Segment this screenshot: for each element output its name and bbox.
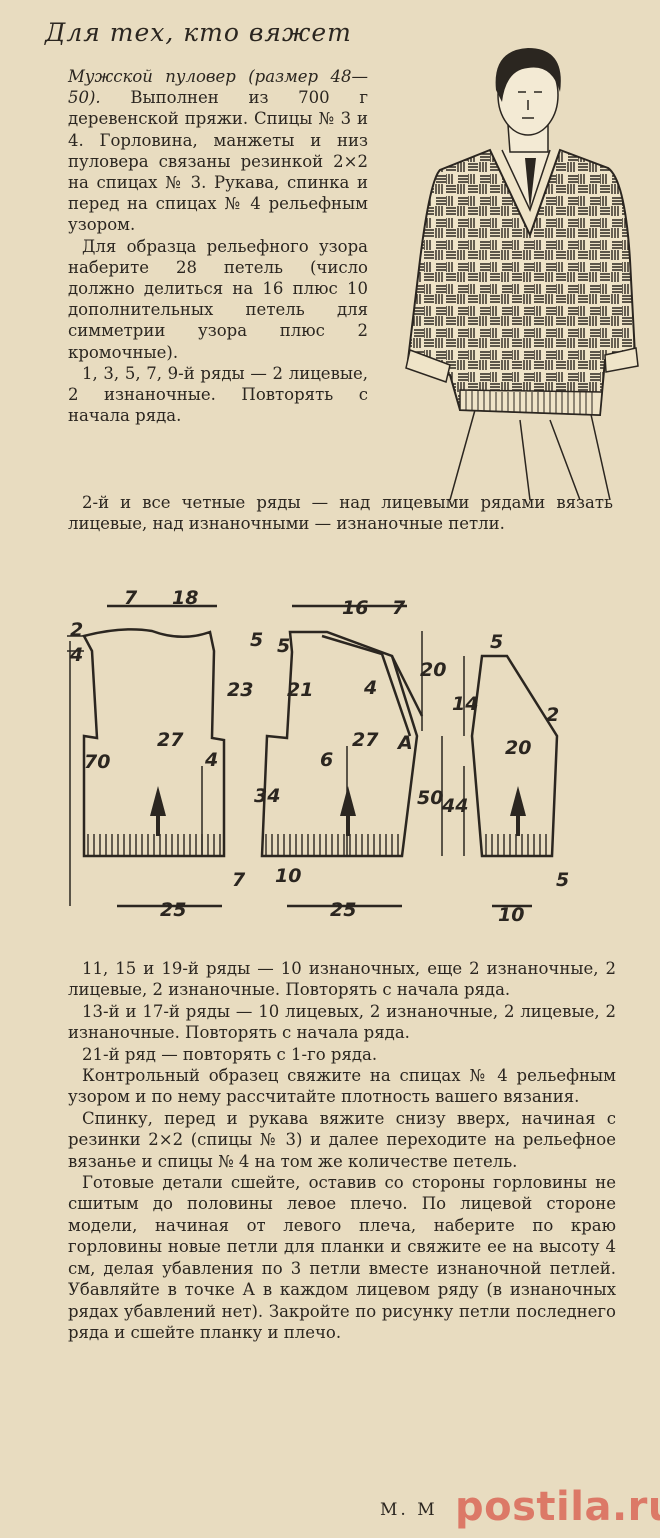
front-right: 20 [420, 659, 446, 681]
intro-paragraph-1: Мужской пуловер (размер 48—50). Выполнен… [68, 66, 368, 236]
front-center: 34 [254, 785, 280, 807]
back-height: 70 [84, 751, 110, 773]
front-side: 5 [277, 635, 290, 657]
model-name: Мужской пуловер (размер 48—50). [68, 67, 368, 108]
back-bottom: 7 [232, 869, 246, 891]
sleeve-h1: 14 [452, 693, 478, 715]
intro-column: Мужской пуловер (размер 48—50). Выполнен… [68, 66, 368, 426]
back-top-1: 7 [124, 587, 138, 609]
intro-paragraph-2: Для образца рельефного узора наберите 28… [68, 236, 368, 362]
instructions-paragraph-6: Готовые детали сшейте, оставив со сторон… [68, 1173, 616, 1342]
back-side: 5 [250, 629, 263, 651]
sleeve-slope: 2 [546, 704, 559, 726]
front-width: 25 [330, 899, 356, 921]
section-title: Для тех, кто вяжет [45, 18, 352, 47]
front-half-width: 27 [352, 729, 379, 751]
instructions-paragraph-5: Спинку, перед и рукава вяжите снизу ввер… [68, 1108, 616, 1171]
intro-paragraph-4-block: 2-й и все четные ряды — над лицевыми ряд… [68, 492, 613, 534]
back-left-2: 4 [69, 644, 83, 666]
front-dart: 6 [320, 749, 333, 771]
sleeve-h2: 20 [505, 737, 531, 759]
watermark-logo: postila.ru [455, 1484, 660, 1530]
back-armhole: 23 [227, 679, 253, 701]
back-top-2: 18 [172, 587, 198, 609]
intro-paragraph-3: 1, 3, 5, 7, 9-й ряды — 2 лицевые, 2 изна… [68, 363, 368, 426]
back-dart: 4 [204, 749, 218, 771]
sleeve-width: 10 [498, 904, 524, 926]
intro-paragraph-1-text: Выполнен из 700 г деревенской пряжи. Спи… [68, 88, 368, 235]
instructions-paragraph-1: 11, 15 и 19-й ряды — 10 изнаночных, еще … [68, 959, 616, 1000]
pattern-schematic: 7 18 2 4 5 23 70 27 4 7 25 16 7 5 21 4 2… [67, 587, 569, 926]
front-bottom: 10 [275, 865, 301, 887]
instructions-paragraph-2: 13-й и 17-й ряды — 10 лицевых, 2 изнаноч… [68, 1001, 616, 1043]
back-half-width: 27 [157, 729, 184, 751]
author-signature: М. М [380, 1500, 438, 1520]
sleeve-cuff: 5 [556, 869, 569, 891]
front-top-2: 7 [392, 597, 406, 619]
front-top-1: 16 [342, 597, 368, 619]
instructions-body: 11, 15 и 19-й ряды — 10 изнаночных, еще … [68, 958, 616, 1343]
intro-paragraph-4: 2-й и все четные ряды — над лицевыми ряд… [68, 493, 613, 534]
front-neck: 21 [287, 679, 313, 701]
front-placket: 4 [363, 677, 377, 699]
point-a: A [396, 732, 413, 754]
sleeve-height: 44 [441, 795, 468, 817]
instructions-paragraph-4: Контрольный образец свяжите на спицах № … [68, 1066, 616, 1107]
sleeve-top: 5 [490, 631, 503, 653]
back-width: 25 [160, 899, 186, 921]
back-left-1: 2 [70, 619, 83, 641]
front-height: 50 [417, 787, 443, 809]
instructions-paragraph-3: 21-й ряд — повторять с 1-го ряда. [82, 1044, 378, 1064]
model-illustration [405, 48, 639, 500]
